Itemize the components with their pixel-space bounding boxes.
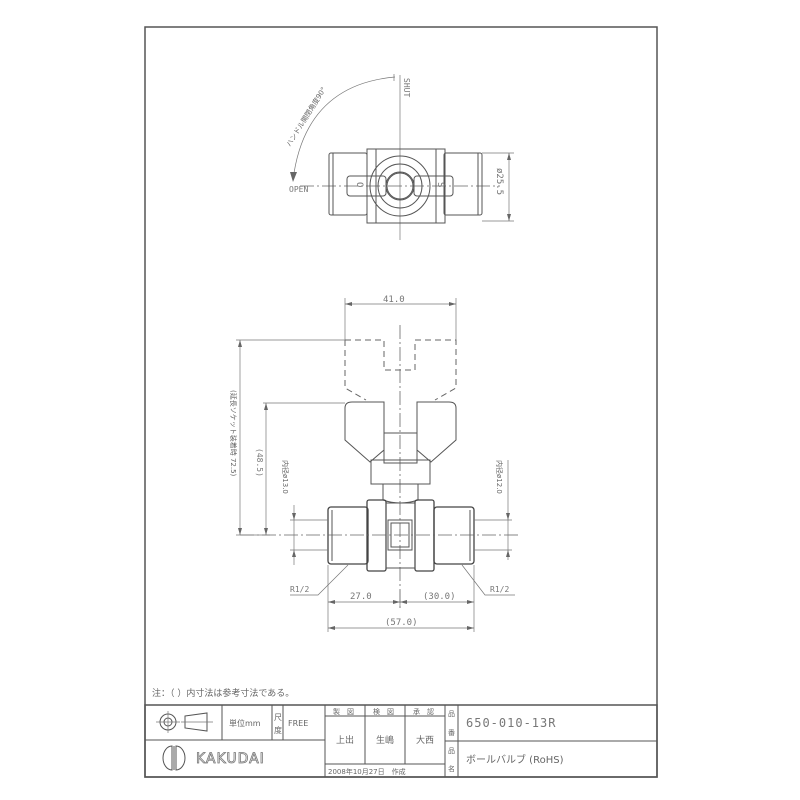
name-drafted: 上出 xyxy=(336,734,354,746)
inner-dia-left: 内径ø13.0 xyxy=(281,460,290,494)
left-length-dim: 27.0 xyxy=(350,592,372,602)
creation-date: 2008年10月27日 作成 xyxy=(328,767,406,776)
part-no-label-top: 品 xyxy=(448,710,455,718)
scale-label-top: 尺 xyxy=(274,713,282,722)
scale-label-bottom: 度 xyxy=(274,725,282,735)
open-label: OPEN xyxy=(289,185,308,194)
part-name: ボールバルブ (RoHS) xyxy=(466,753,564,766)
part-name-label-top: 品 xyxy=(448,747,455,755)
name-approved: 大西 xyxy=(416,734,434,746)
handle-mark-shut: S xyxy=(435,182,445,187)
part-no-label-bottom: 番 xyxy=(448,729,455,737)
header-approved: 承 認 xyxy=(413,707,434,716)
rotation-arc xyxy=(292,76,396,181)
right-length-dim: (30.0) xyxy=(423,592,456,602)
title-block: 単位mm 尺 度 FREE KAKUDAI 製 図 検 図 承 認 上出 生嶋 … xyxy=(144,704,658,778)
thread-left: R1/2 xyxy=(290,585,309,594)
handle-mark-open: O xyxy=(354,182,364,187)
diameter-dim: ø25.5 xyxy=(494,168,504,195)
thread-right: R1/2 xyxy=(490,585,509,594)
front-view: 41.0 (延長ソケット装着時 72.5) (48.5) xyxy=(229,295,520,632)
part-name-label-bottom: 名 xyxy=(448,764,455,773)
total-length-dim: (57.0) xyxy=(385,618,418,628)
unit-label: 単位mm xyxy=(229,718,261,728)
kakudai-logo-icon xyxy=(162,745,186,771)
height-dim: (48.5) xyxy=(255,448,264,477)
part-number: 650-010-13R xyxy=(466,716,556,730)
brand-name: KAKUDAI xyxy=(196,751,265,767)
header-drafted: 製 図 xyxy=(333,707,354,716)
header-checked: 検 図 xyxy=(373,707,394,716)
shut-label: SHUT xyxy=(402,78,411,97)
socket-height-dim: (延長ソケット装着時 72.5) xyxy=(229,390,238,477)
scale-value: FREE xyxy=(288,719,308,728)
projection-symbol-icon xyxy=(156,711,213,733)
name-checked: 生嶋 xyxy=(376,734,394,746)
width-dim: 41.0 xyxy=(383,295,405,305)
top-view: ハンドル開閉角度90° SHUT OPEN O S ø25.5 xyxy=(284,74,514,240)
reference-note: 注：（ ）内寸法は参考寸法である。 xyxy=(152,687,294,699)
inner-dia-right: 内径ø12.0 xyxy=(495,460,504,494)
rotation-note: ハンドル開閉角度90° xyxy=(284,85,328,148)
drawing-frame xyxy=(144,26,658,778)
